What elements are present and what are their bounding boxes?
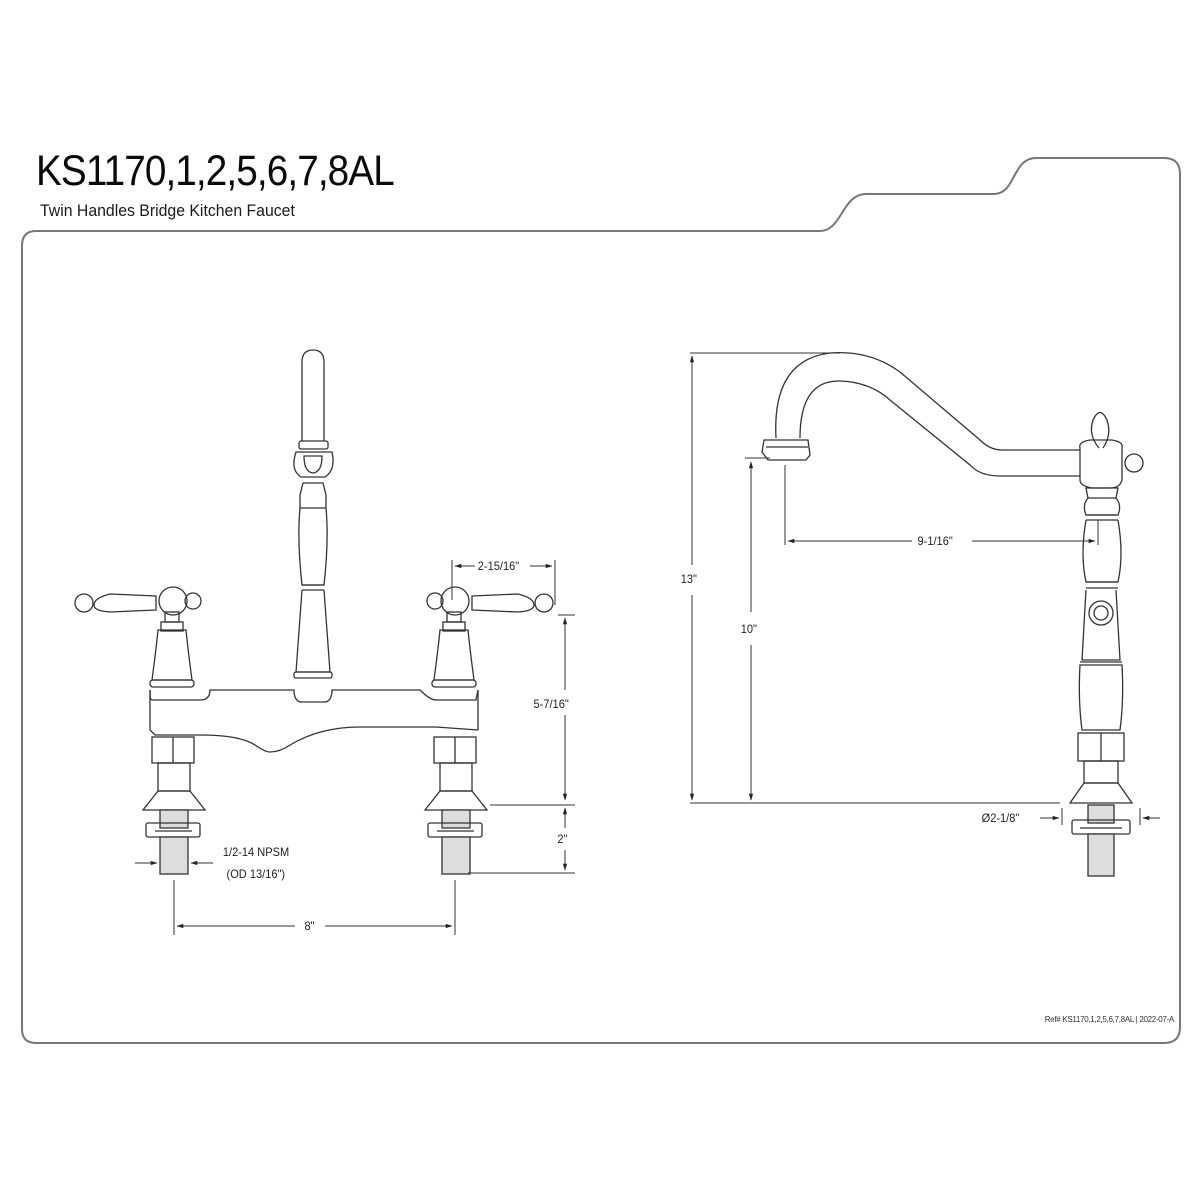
dim-base-diameter: Ø2-1/8" <box>979 811 1022 825</box>
dim-center-spacing: 8" <box>302 919 317 933</box>
dim-spout-reach: 9-1/16" <box>915 534 955 548</box>
sheet-border <box>21 157 1181 1044</box>
dim-thread-spec: 1/2-14 NPSM <box>221 845 291 859</box>
front-view-faucet <box>74 349 554 875</box>
side-view-faucet <box>761 351 1144 877</box>
dim-shank-length: 2" <box>555 832 570 846</box>
dim-spout-height: 10" <box>738 622 759 636</box>
drawing-reference: Ref# KS1170,1,2,5,6,7,8AL | 2022-07-A <box>1044 1015 1175 1024</box>
dim-handle-height: 5-7/16" <box>531 697 571 711</box>
model-title: KS1170,1,2,5,6,7,8AL <box>36 147 395 195</box>
product-subtitle: Twin Handles Bridge Kitchen Faucet <box>40 201 295 220</box>
dim-thread-od: (OD 13/16") <box>224 867 287 881</box>
front-view-dimension-lines <box>135 560 575 935</box>
dim-overall-height: 13" <box>678 572 699 586</box>
side-view-dimension-lines <box>689 352 1160 825</box>
dim-handle-reach: 2-15/16" <box>475 559 522 573</box>
